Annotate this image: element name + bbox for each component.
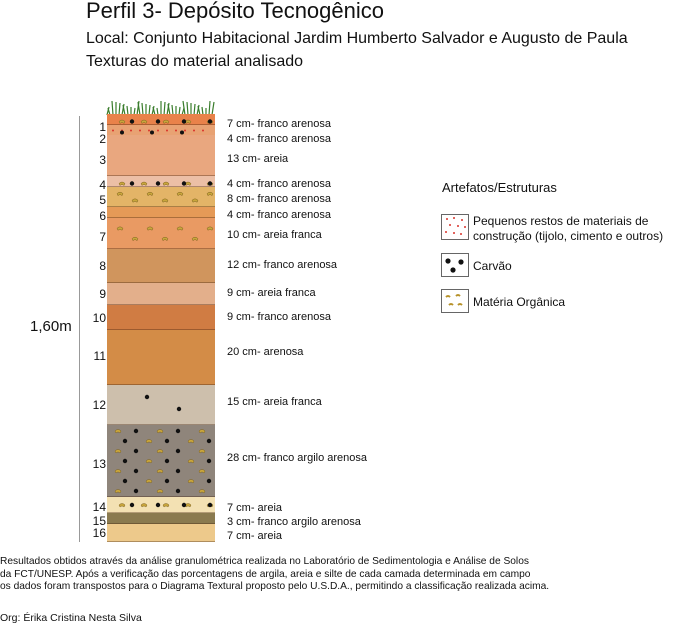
soil-layer-5 [107,187,215,207]
org-credit: Org: Érika Cristina Nesta Silva [0,612,142,624]
soil-layer-10 [107,305,215,330]
paragraph-line-1: Resultados obtidos através da análise gr… [0,556,529,567]
depth-label: 1,60m [30,318,72,335]
layer-number-4: 4 [99,178,106,192]
location-text: Local: Conjunto Habitacional Jardim Humb… [86,30,628,47]
layer-number-5: 5 [99,193,106,207]
soil-layer-12 [107,385,215,425]
layer-number-8: 8 [99,259,106,273]
layer-number-14: 14 [92,500,106,514]
layer-number-16: 16 [92,526,106,540]
soil-layer-13 [107,425,215,497]
layer-number-12: 12 [92,398,106,412]
soil-layer-8 [107,249,215,283]
legend-rubble-line1: Pequenos restos de materiais de [473,214,649,228]
layer-number-2: 2 [99,132,106,146]
layer-number-9: 9 [99,287,106,301]
layer-description-15: 3 cm- franco argilo arenosa [227,516,361,528]
legend-charcoal: Carvão [473,259,512,273]
subtitle-text: Texturas do material analisado [86,53,304,70]
depth-bar [79,116,80,542]
paragraph-line-2: da FCT/UNESP. Após a verificação das por… [0,568,531,580]
legend-rubble-line2: construção (tijolo, cimento e outros) [473,229,664,243]
rubble-icon [441,214,469,240]
soil-layer-3 [107,135,215,176]
layer-number-7: 7 [99,230,106,244]
layer-number-11: 11 [93,349,106,363]
soil-layer-4 [107,176,215,187]
layer-description-7: 10 cm- areia franca [227,229,322,241]
layer-description-5: 8 cm- franco arenosa [227,193,331,205]
layer-description-4: 4 cm- franco arenosa [227,178,331,190]
layer-number-13: 13 [92,457,106,471]
soil-layer-14 [107,497,215,513]
legend-title: Artefatos/Estruturas [442,180,557,195]
layer-description-14: 7 cm- areia [227,502,283,514]
soil-layer-1 [107,114,215,125]
paragraph-line-3: os dados foram transpostos para o Diagra… [0,581,550,592]
layer-description-12: 15 cm- areia franca [227,396,322,408]
layer-description-16: 7 cm- areia [227,530,283,542]
layer-number-15: 15 [92,514,106,528]
soil-layer-7 [107,218,215,249]
charcoal-icon [441,253,469,277]
layer-description-6: 4 cm- franco arenosa [227,209,331,221]
layer-description-2: 4 cm- franco arenosa [227,133,331,145]
soil-layer-9 [107,283,215,305]
layer-description-9: 9 cm- areia franca [227,287,316,299]
page-title: Perfil 3- Depósito Tecnogênico [86,0,384,23]
layer-description-13: 28 cm- franco argilo arenosa [227,452,368,464]
layer-description-11: 20 cm- arenosa [227,346,304,358]
layer-number-1: 1 [99,120,106,134]
legend-organic: Matéria Orgânica [473,295,566,309]
soil-layer-15 [107,513,215,524]
grass-icon [106,100,215,116]
layer-number-10: 10 [92,311,106,325]
layer-number-6: 6 [99,209,106,223]
layer-description-1: 7 cm- franco arenosa [227,118,331,130]
organic-matter-icon [441,289,469,313]
soil-layer-6 [107,207,215,218]
layer-description-3: 13 cm- areia [227,153,289,165]
layer-description-8: 12 cm- franco arenosa [227,259,338,271]
soil-layer-11 [107,330,215,385]
layer-number-3: 3 [99,153,106,167]
soil-layer-16 [107,524,215,542]
results-paragraph: Resultados obtidos através da análise gr… [0,556,690,594]
layer-description-10: 9 cm- franco arenosa [227,311,331,323]
